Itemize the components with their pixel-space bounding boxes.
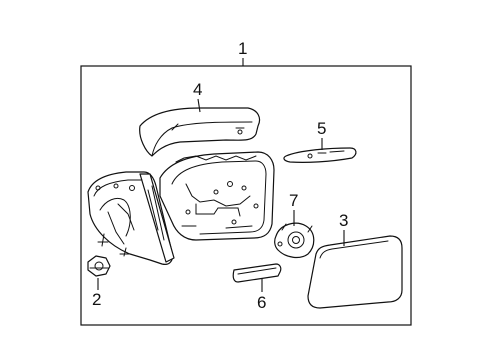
assembly-frame bbox=[80, 65, 412, 326]
motor-icon bbox=[274, 222, 315, 259]
mirror-glass-icon bbox=[307, 235, 403, 309]
callout-7: 7 bbox=[289, 191, 298, 210]
bracket-icon bbox=[232, 263, 282, 283]
callout-1: 1 bbox=[238, 39, 247, 58]
callout-4: 4 bbox=[193, 80, 202, 99]
leader-4 bbox=[197, 98, 201, 113]
callout-3: 3 bbox=[339, 211, 348, 230]
callout-2: 2 bbox=[92, 290, 101, 309]
mirror-cap-icon bbox=[139, 107, 261, 157]
callout-6: 6 bbox=[257, 293, 266, 312]
base-bracket-icon bbox=[87, 171, 175, 265]
cover-trim-icon bbox=[283, 147, 357, 163]
callout-5: 5 bbox=[317, 119, 326, 138]
nut-icon bbox=[87, 255, 111, 277]
mirror-housing-icon bbox=[159, 151, 275, 241]
